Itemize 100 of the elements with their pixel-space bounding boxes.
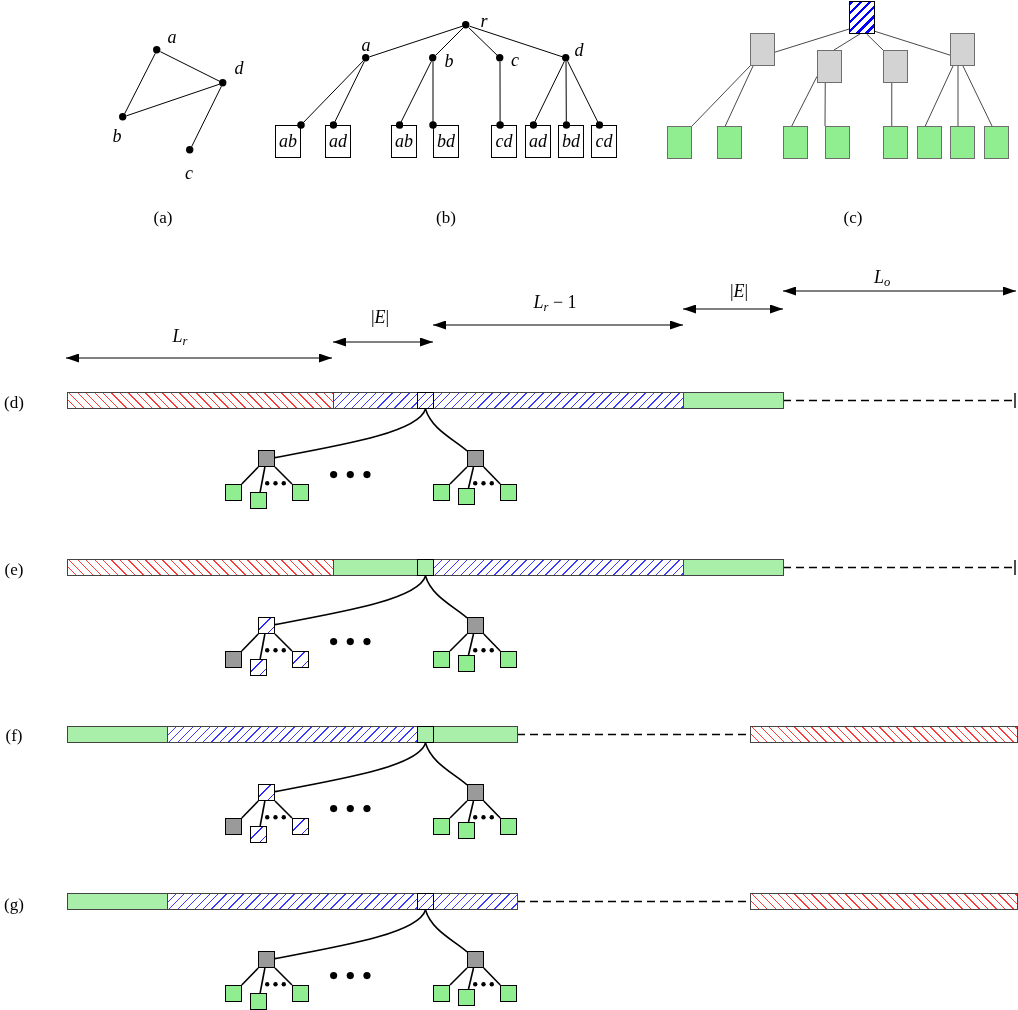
hatched-segment	[417, 893, 434, 910]
dimension-label: |E|	[371, 308, 390, 328]
tree-node-box	[883, 50, 908, 83]
tree-edge	[567, 60, 604, 129]
tree-node-box	[750, 33, 775, 66]
hatched-node-box	[849, 1, 875, 34]
row-label: (d)	[4, 393, 24, 413]
tree-edge	[962, 65, 993, 127]
tree-edge	[482, 466, 502, 485]
leaf-box	[275, 125, 301, 158]
hatched-segment	[417, 392, 434, 409]
tree-edge	[924, 65, 954, 127]
tree-node-box	[500, 818, 517, 835]
leaf-box	[558, 125, 584, 158]
tree-node-box	[467, 617, 484, 634]
vertex-label: c	[511, 50, 519, 70]
dimension-label: |E|	[730, 282, 749, 302]
tree-node-box	[467, 450, 484, 467]
graph-edge	[126, 83, 220, 117]
tree-node-box	[225, 818, 242, 835]
tree-edge	[866, 33, 884, 51]
tree-edge	[449, 633, 468, 652]
tree-node-box	[433, 484, 450, 501]
node-label: ad	[329, 132, 347, 151]
leaf-box	[525, 125, 551, 158]
hatched-node-box	[258, 617, 275, 634]
tree-edge	[435, 27, 464, 56]
tree-edge	[482, 967, 502, 986]
tree-edge	[274, 967, 293, 986]
tree-node-box	[250, 492, 267, 509]
tree-node-box	[250, 993, 267, 1010]
tree-node-box	[458, 989, 475, 1006]
tree-edge	[259, 466, 266, 493]
vertex-label: d	[234, 58, 244, 78]
tree-edge	[562, 61, 571, 129]
tree-edge	[891, 82, 893, 127]
leaf-box	[433, 125, 459, 158]
hatched-node-box	[292, 651, 309, 668]
tree-edge	[240, 967, 260, 986]
filled-segment	[417, 559, 434, 576]
tree-node-box	[817, 50, 842, 83]
graph-edge	[124, 52, 156, 115]
tree-edge	[467, 466, 475, 489]
node-label: ab	[279, 132, 297, 151]
tree-node-box	[783, 126, 808, 159]
tree-edge	[482, 800, 502, 819]
node-label: cd	[595, 132, 613, 151]
tree-edge	[529, 60, 565, 129]
tree-edge	[449, 466, 468, 485]
tree-node-box	[292, 985, 309, 1002]
tree-node-box	[717, 126, 742, 159]
tree-edge	[467, 800, 475, 823]
tree-edge	[774, 28, 850, 53]
tree-node-box	[292, 484, 309, 501]
dimension-label: L$_{r}$ − 1	[533, 293, 577, 313]
node-label: bd	[562, 132, 580, 151]
tree-edge	[329, 60, 365, 129]
tree-edge	[429, 61, 437, 129]
leaf-box	[391, 125, 417, 158]
tree-node-box	[667, 126, 692, 159]
tree-edge	[274, 633, 293, 652]
tree-node-box	[433, 985, 450, 1002]
tree-node-box	[467, 951, 484, 968]
leaf-box	[491, 125, 517, 158]
tree-edge	[240, 800, 260, 819]
tree-node-box	[458, 488, 475, 505]
row-label: (f)	[5, 726, 23, 746]
tree-edge	[496, 61, 504, 129]
tree-edge	[467, 633, 475, 656]
curved-connector	[274, 575, 427, 626]
curved-connector	[274, 742, 427, 793]
subfigure-caption: (a)	[153, 208, 173, 228]
tree-node-box	[950, 33, 975, 66]
hatched-node-box	[250, 826, 267, 843]
tree-node-box	[458, 655, 475, 672]
vertex-label: c	[185, 164, 193, 184]
tree-node-box	[458, 822, 475, 839]
tree-edge	[691, 65, 751, 127]
tree-node-box	[225, 651, 242, 668]
tree-node-box	[500, 484, 517, 501]
tree-edge	[482, 633, 502, 652]
node-label: bd	[437, 132, 455, 151]
tree-node-box	[225, 985, 242, 1002]
curved-connector	[424, 408, 468, 452]
tree-edge	[240, 633, 260, 652]
tree-edge	[874, 30, 951, 56]
tree-node-box	[917, 126, 942, 159]
dimension-label: L$_{r}$	[172, 327, 188, 347]
hatched-node-box	[292, 818, 309, 835]
tree-edge	[274, 800, 293, 819]
curved-connector	[274, 909, 427, 960]
tree-node-box	[984, 126, 1009, 159]
tree-node-box	[433, 651, 450, 668]
leaf-box	[325, 125, 351, 158]
tree-node-box	[467, 784, 484, 801]
tree-node-box	[950, 126, 975, 159]
vertex-label: d	[574, 40, 584, 60]
tree-edge	[259, 800, 266, 827]
hatched-node-box	[258, 784, 275, 801]
tree-node-box	[500, 651, 517, 668]
